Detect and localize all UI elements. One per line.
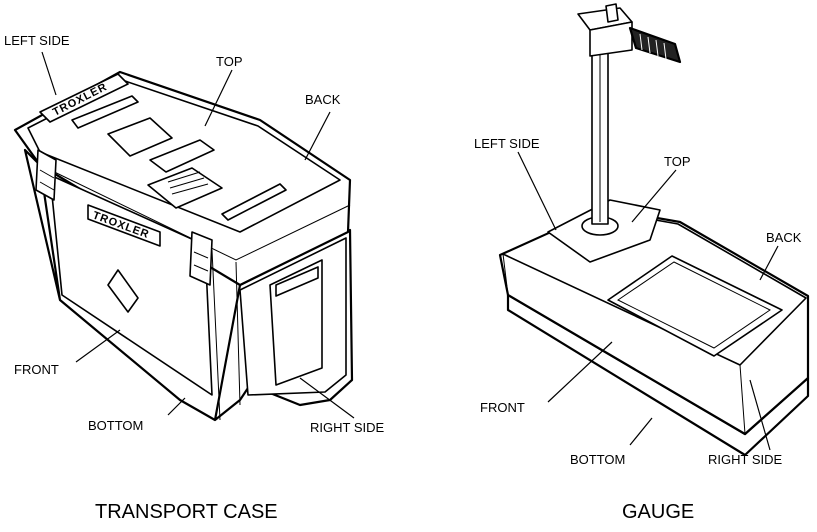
gauge-grip-texture [639, 33, 667, 60]
case-label-right-side: RIGHT SIDE [310, 420, 384, 435]
case-lid-brand-badge [39, 73, 129, 123]
case-label-front: FRONT [14, 362, 59, 377]
transport-case-drawing: TROXLER TROXLER [13, 70, 354, 422]
leader-gauge-top [631, 169, 677, 223]
case-label-top: TOP [216, 54, 243, 69]
case-right-latch [189, 231, 213, 286]
gauge-leader-lines [517, 151, 779, 451]
gauge-display-inner [617, 261, 771, 349]
leader-gauge-front [547, 341, 613, 403]
case-lid-handle-center [149, 139, 215, 173]
case-caption: TRANSPORT CASE [95, 501, 278, 523]
case-lid-lip [39, 164, 351, 261]
case-right-latch-detail [193, 251, 209, 272]
case-label-bottom: BOTTOM [88, 418, 143, 433]
case-left-latch [35, 149, 57, 201]
gauge-label-bottom: BOTTOM [570, 452, 625, 467]
case-lid-plate [107, 117, 173, 157]
leader-gauge-bottom [629, 417, 653, 446]
gauge-handle-trigger [605, 3, 619, 23]
gauge-label-front: FRONT [480, 400, 525, 415]
case-label-left-side: LEFT SIDE [4, 33, 70, 48]
case-side-handle-bar [275, 266, 319, 297]
case-front-brand-badge [87, 204, 161, 247]
case-left-latch-detail [39, 169, 55, 191]
gauge-handle-grip [628, 26, 682, 64]
leader-gauge-back [759, 245, 779, 281]
leader-case-top [204, 69, 233, 127]
leader-case-bottom [167, 397, 186, 416]
leader-case-left-side [41, 51, 57, 96]
gauge-handle-block [589, 21, 633, 57]
gauge-label-right-side: RIGHT SIDE [708, 452, 782, 467]
case-lid-handle-left [71, 95, 139, 129]
leader-gauge-left-side [517, 151, 557, 231]
gauge-label-left-side: LEFT SIDE [474, 136, 540, 151]
case-corner-post [211, 249, 241, 421]
case-lid-latch-lines [167, 171, 209, 195]
case-front-face [49, 174, 213, 396]
gauge-label-back: BACK [766, 230, 802, 245]
case-label-back: BACK [305, 92, 341, 107]
case-front-label-window [107, 269, 139, 313]
gauge-front-edge [502, 253, 807, 435]
gauge-caption: GAUGE [622, 501, 694, 523]
gauge-label-top: TOP [664, 154, 691, 169]
gauge-drawing [498, 3, 810, 457]
case-lid-handle-right [221, 183, 287, 221]
leader-gauge-right-side [749, 379, 771, 451]
leader-case-front [75, 329, 121, 363]
leader-case-right-side [299, 377, 355, 419]
case-leader-lines [41, 51, 355, 419]
leader-case-back [304, 111, 331, 161]
